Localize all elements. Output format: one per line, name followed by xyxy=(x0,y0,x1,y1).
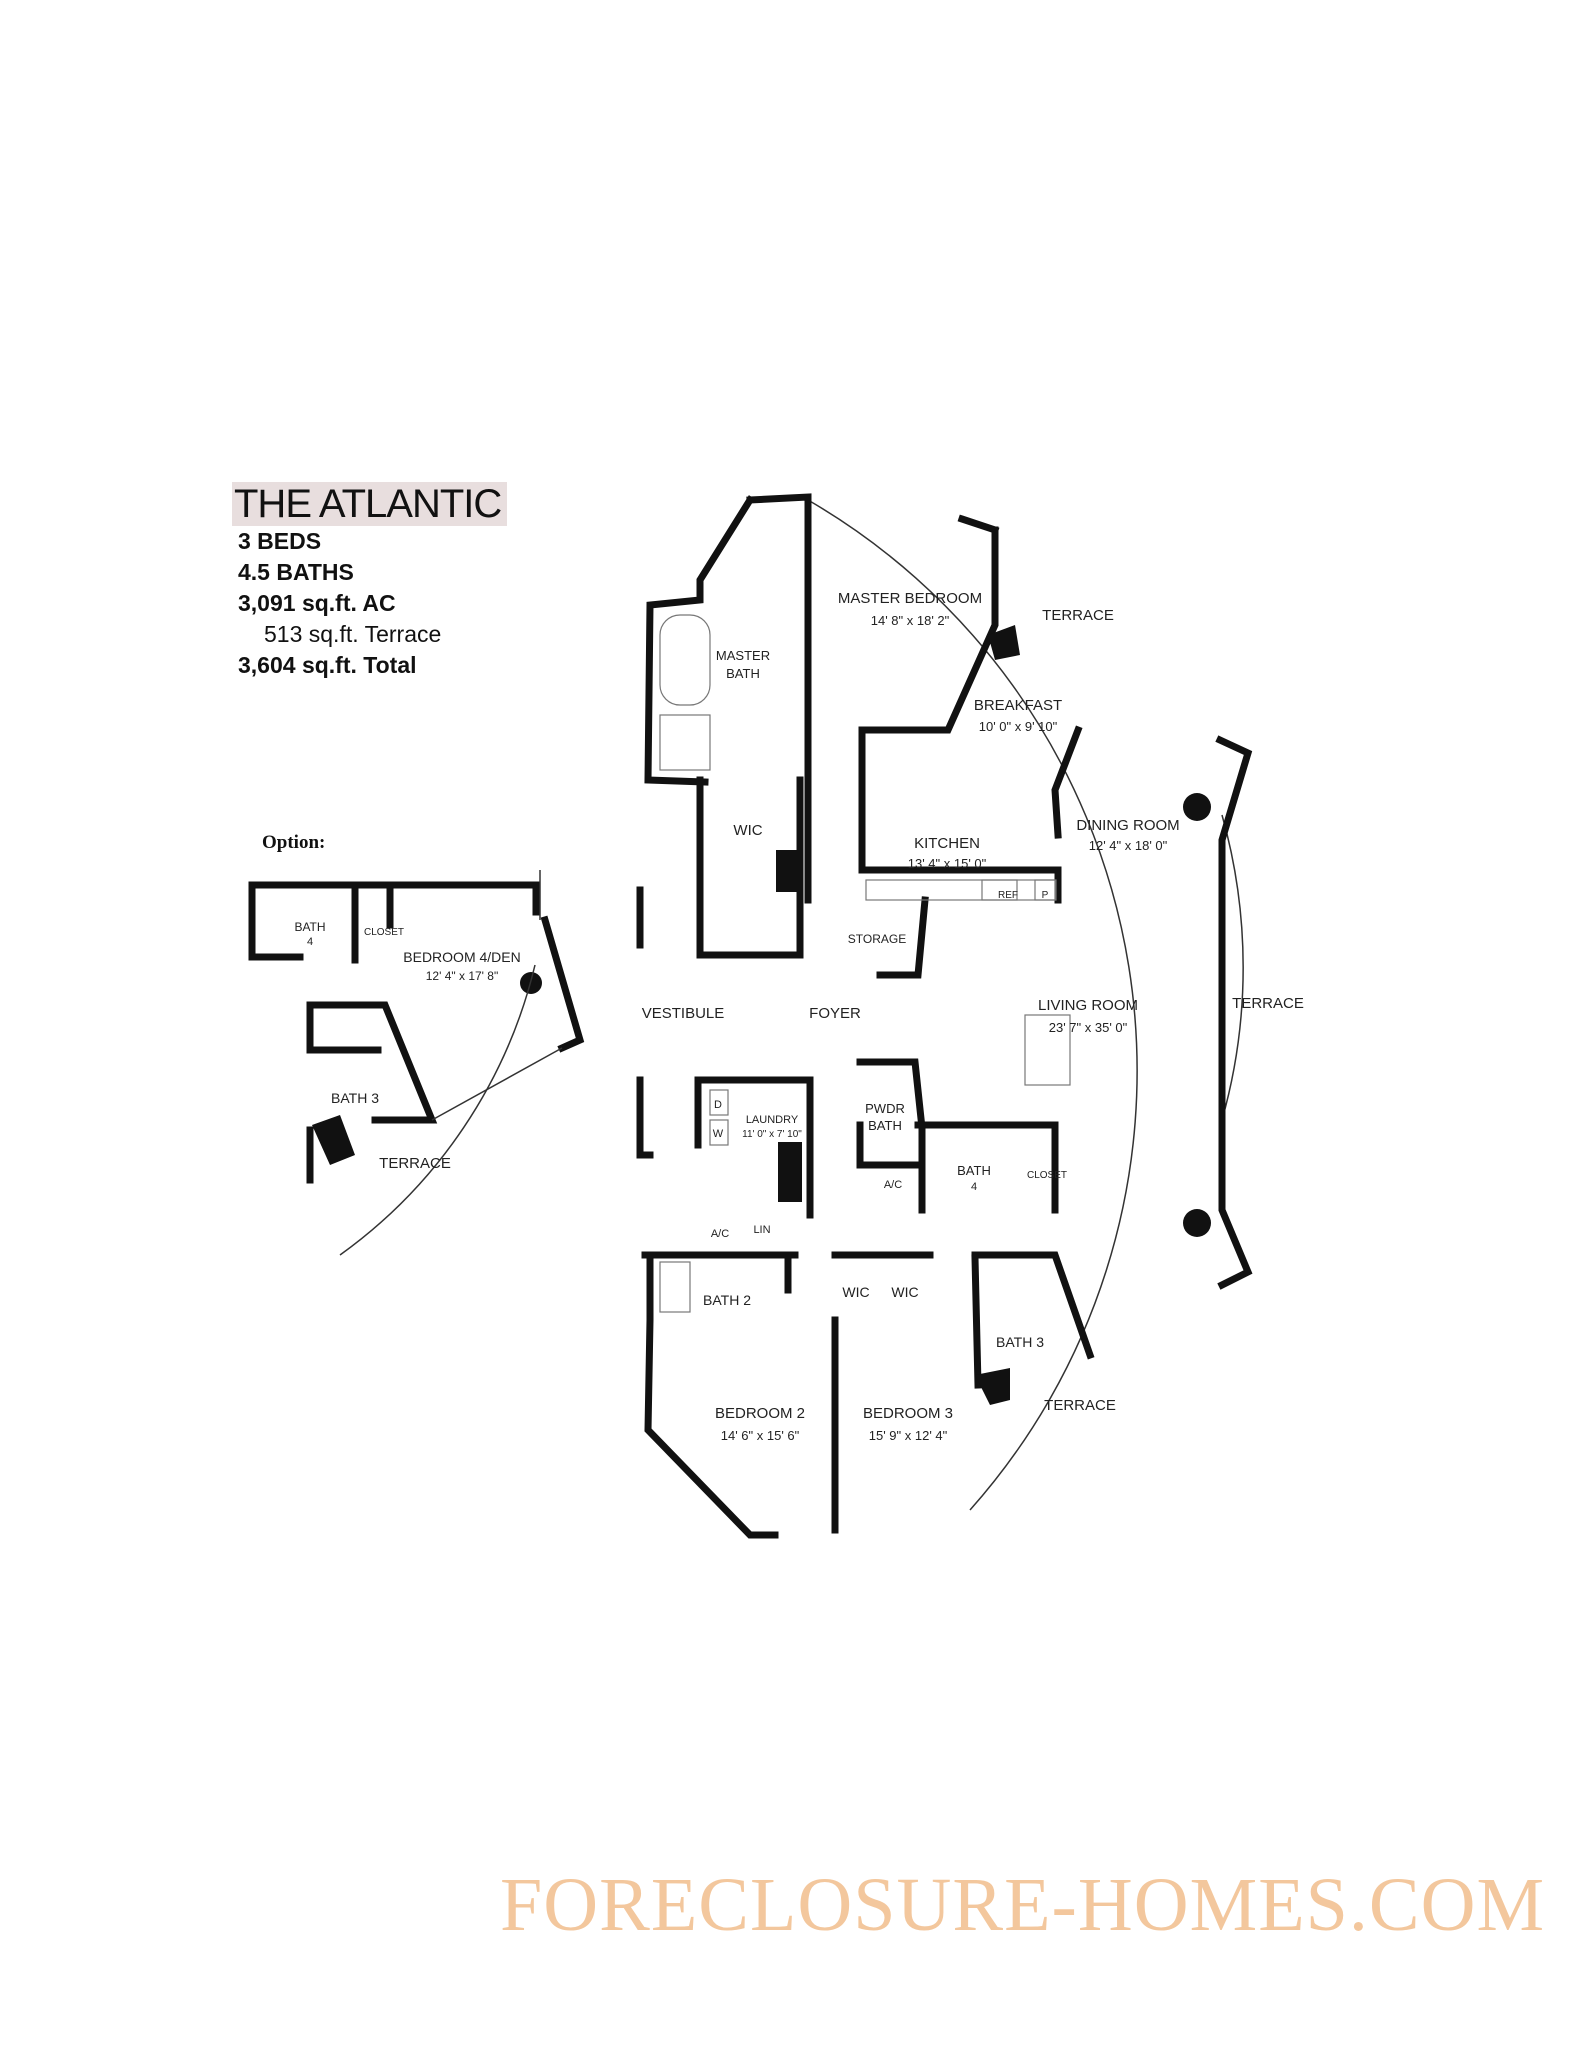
dim-bedroom3: 15' 9" x 12' 4" xyxy=(869,1428,948,1443)
baths-count: 4.5 BATHS xyxy=(238,559,354,585)
option-label: Option: xyxy=(262,832,326,853)
label-pwdr-bath: BATH xyxy=(868,1118,902,1133)
label-living-room: LIVING ROOM xyxy=(1038,997,1138,1014)
label-lin: LIN xyxy=(753,1224,770,1236)
watermark: FORECLOSURE-HOMES.COM xyxy=(500,1863,1546,1947)
label-bedroom4: BEDROOM 4/DEN xyxy=(403,949,520,965)
label-bedroom2: BEDROOM 2 xyxy=(715,1405,805,1422)
interior-walls xyxy=(694,516,1095,1534)
label-master-bath-1: MASTER xyxy=(716,648,770,663)
label-terrace-east: TERRACE xyxy=(1232,995,1304,1012)
label-wic-1: WIC xyxy=(842,1284,869,1300)
label-dryer: D xyxy=(714,1099,722,1111)
room-labels: MASTER BEDROOM 14' 8" x 18' 2" MASTER BA… xyxy=(642,590,1304,1443)
label-laundry: LAUNDRY xyxy=(746,1114,799,1126)
label-terrace-south: TERRACE xyxy=(1044,1397,1116,1414)
label-bath3: BATH 3 xyxy=(996,1334,1044,1350)
outer-terrace-arc xyxy=(807,499,1138,1511)
label-ref: REF xyxy=(998,890,1018,901)
dim-master-bedroom: 14' 8" x 18' 2" xyxy=(871,613,950,628)
label-master-bedroom: MASTER BEDROOM xyxy=(838,590,982,607)
dim-kitchen: 13' 4" x 15' 0" xyxy=(908,856,987,871)
unit-title: THE ATLANTIC xyxy=(232,482,508,526)
label-option-bath3: BATH 3 xyxy=(331,1090,379,1106)
label-bath4: BATH xyxy=(957,1163,991,1178)
label-vestibule: VESTIBULE xyxy=(642,1005,725,1022)
label-wic-master: WIC xyxy=(733,822,762,839)
inner-terrace-arc xyxy=(1221,814,1244,1121)
label-pantry: P xyxy=(1042,890,1049,901)
label-bath2: BATH 2 xyxy=(703,1292,751,1308)
label-terrace-north: TERRACE xyxy=(1042,607,1114,624)
label-option-bath: BATH xyxy=(294,920,325,934)
terrace-area: 513 sq.ft. Terrace xyxy=(264,621,442,647)
label-ac-west: A/C xyxy=(711,1228,729,1240)
columns xyxy=(520,625,1211,1405)
total-area: 3,604 sq.ft. Total xyxy=(238,652,417,678)
label-washer: W xyxy=(713,1128,724,1140)
dim-bedroom4: 12' 4" x 17' 8" xyxy=(426,969,498,983)
dim-living-room: 23' 7" x 35' 0" xyxy=(1049,1020,1128,1035)
label-breakfast: BREAKFAST xyxy=(974,697,1062,714)
label-storage: STORAGE xyxy=(848,932,906,946)
label-dining-room: DINING ROOM xyxy=(1076,817,1179,834)
ac-area: 3,091 sq.ft. AC xyxy=(238,590,396,616)
label-kitchen: KITCHEN xyxy=(914,835,980,852)
unit-summary: THE ATLANTIC 3 BEDS 4.5 BATHS 3,091 sq.f… xyxy=(232,482,508,681)
label-option-terrace: TERRACE xyxy=(379,1155,451,1172)
label-option-closet: CLOSET xyxy=(364,927,404,938)
label-ac-center: A/C xyxy=(884,1179,902,1191)
label-bath4-num: 4 xyxy=(971,1181,977,1193)
dim-laundry: 11' 0" x 7' 10" xyxy=(742,1129,802,1140)
label-closet: CLOSET xyxy=(1027,1170,1067,1181)
dim-dining-room: 12' 4" x 18' 0" xyxy=(1089,838,1168,853)
label-bedroom3: BEDROOM 3 xyxy=(863,1405,953,1422)
beds-count: 3 BEDS xyxy=(238,528,322,554)
label-option-bath-num: 4 xyxy=(307,936,313,948)
dim-bedroom2: 14' 6" x 15' 6" xyxy=(721,1428,800,1443)
fixtures xyxy=(659,614,1071,1313)
label-foyer: FOYER xyxy=(809,1005,861,1022)
label-pwdr: PWDR xyxy=(865,1101,905,1116)
option-labels: BATH 4 CLOSET BEDROOM 4/DEN 12' 4" x 17'… xyxy=(294,920,520,1172)
label-master-bath-2: BATH xyxy=(726,666,760,681)
label-wic-2: WIC xyxy=(891,1284,918,1300)
dim-breakfast: 10' 0" x 9' 10" xyxy=(979,719,1058,734)
option-plan xyxy=(248,870,585,1256)
